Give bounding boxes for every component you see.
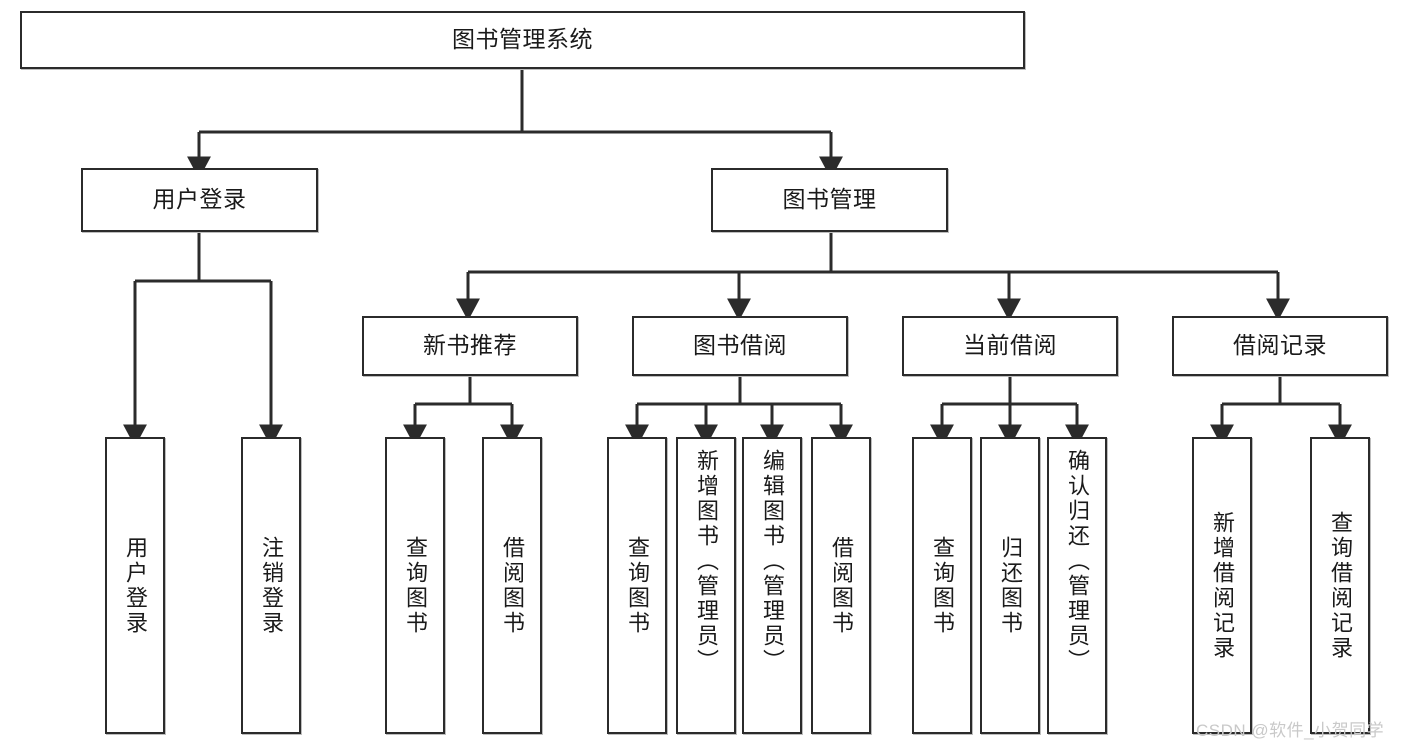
node-label: 查询借阅记录 [1328,510,1353,661]
node-label: 新增图书（管理员） [694,449,719,674]
leaf-query-book-3[interactable]: 查询图书 [912,437,972,734]
leaf-user-login[interactable]: 用户登录 [105,437,165,734]
node-label: 新书推荐 [423,332,517,359]
node-borrow-record[interactable]: 借阅记录 [1172,316,1388,376]
node-label: 查询图书 [625,535,650,636]
node-label: 归还图书 [998,535,1023,636]
node-label: 用户登录 [123,535,148,636]
node-label: 确认归还（管理员） [1065,449,1090,674]
node-book-management[interactable]: 图书管理 [711,168,948,232]
leaf-confirm-return[interactable]: 确认归还（管理员） [1047,437,1107,734]
leaf-return-book[interactable]: 归还图书 [980,437,1040,734]
node-label: 用户登录 [152,186,247,213]
node-user-login[interactable]: 用户登录 [81,168,318,232]
node-label: 图书管理 [782,186,877,213]
leaf-query-book-1[interactable]: 查询图书 [385,437,445,734]
node-new-book-recommend[interactable]: 新书推荐 [362,316,578,376]
node-label: 新增借阅记录 [1210,510,1235,661]
node-current-borrow[interactable]: 当前借阅 [902,316,1118,376]
node-label: 借阅图书 [500,535,525,636]
node-book-borrow[interactable]: 图书借阅 [632,316,848,376]
leaf-query-record[interactable]: 查询借阅记录 [1310,437,1370,734]
leaf-query-book-2[interactable]: 查询图书 [607,437,667,734]
node-label: 编辑图书（管理员） [760,449,785,674]
node-label: 借阅图书 [829,535,854,636]
node-label: 当前借阅 [963,332,1057,359]
node-label: 注销登录 [259,535,284,636]
node-label: 图书借阅 [693,332,787,359]
node-label: 查询图书 [930,535,955,636]
leaf-logout-login[interactable]: 注销登录 [241,437,301,734]
node-root-book-management-system[interactable]: 图书管理系统 [20,11,1025,69]
leaf-add-book[interactable]: 新增图书（管理员） [676,437,736,734]
leaf-add-record[interactable]: 新增借阅记录 [1192,437,1252,734]
node-label: 借阅记录 [1233,332,1327,359]
node-label: 图书管理系统 [452,26,593,53]
node-label: 查询图书 [403,535,428,636]
leaf-borrow-book-2[interactable]: 借阅图书 [811,437,871,734]
watermark-csdn: CSDN @软件_小贺同学 [1196,721,1385,740]
leaf-edit-book[interactable]: 编辑图书（管理员） [742,437,802,734]
leaf-borrow-book-1[interactable]: 借阅图书 [482,437,542,734]
